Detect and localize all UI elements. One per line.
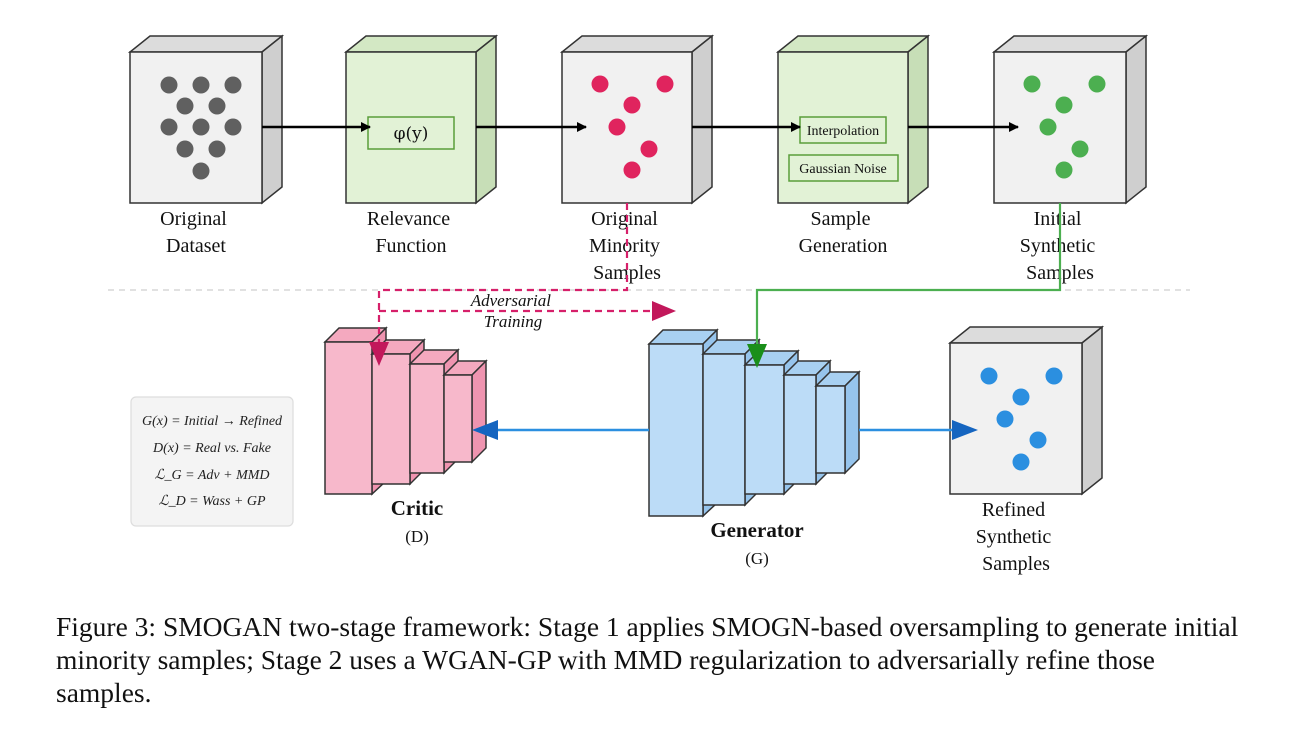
generator-to-critic-arrow bbox=[472, 420, 649, 440]
adversarial-training-label: Adversarial Training bbox=[470, 291, 556, 331]
sample-generation-label: Sample Generation bbox=[799, 208, 888, 257]
interpolation-label: Interpolation bbox=[807, 124, 879, 139]
adversarial-training-arrows bbox=[369, 203, 676, 366]
equation-generator: G(x) = Initial → Refined bbox=[142, 414, 283, 429]
equation-discriminator: D(x) = Real vs. Fake bbox=[152, 441, 271, 456]
critic-network bbox=[323, 326, 488, 496]
phi-label: φ(y) bbox=[394, 124, 429, 144]
sample-generation-box: Interpolation Gaussian Noise bbox=[775, 34, 931, 205]
synthetic-dots bbox=[1023, 75, 1106, 179]
original-minority-label: Original Minority Samples bbox=[589, 208, 665, 284]
equations-panel: G(x) = Initial → Refined D(x) = Real vs.… bbox=[130, 396, 294, 527]
initial-synthetic-label: Initial Synthetic Samples bbox=[1020, 208, 1101, 284]
figure-caption: Figure 3: SMOGAN two-stage framework: St… bbox=[56, 611, 1239, 708]
critic-symbol: (D) bbox=[405, 527, 429, 546]
critic-label: Critic bbox=[391, 496, 443, 520]
refined-dots bbox=[980, 367, 1063, 471]
minority-dots bbox=[591, 75, 674, 179]
generator-network bbox=[647, 328, 861, 518]
stage1-labels: Original Dataset Relevance Function Orig… bbox=[160, 208, 1101, 284]
refined-samples-box bbox=[947, 325, 1105, 496]
original-minority-box bbox=[559, 34, 715, 205]
smogan-diagram: φ(y) Interpolation Gaussian Noise bbox=[108, 34, 1190, 575]
relevance-function-label: Relevance Function bbox=[367, 208, 455, 257]
equation-generator-loss: ℒ_G = Adv + MMD bbox=[154, 468, 269, 483]
gaussian-noise-label: Gaussian Noise bbox=[799, 162, 887, 177]
generator-symbol: (G) bbox=[745, 549, 769, 568]
original-dataset-box bbox=[127, 34, 285, 205]
synthetic-to-generator-arrow bbox=[747, 203, 1062, 368]
generator-label: Generator bbox=[710, 518, 803, 542]
equation-critic-loss: ℒ_D = Wass + GP bbox=[158, 494, 265, 509]
generator-to-refined-arrow bbox=[859, 420, 978, 440]
gray-dots bbox=[160, 76, 242, 180]
original-dataset-label: Original Dataset bbox=[160, 208, 232, 257]
refined-samples-label: Refined Synthetic Samples bbox=[976, 499, 1057, 575]
relevance-function-box: φ(y) bbox=[343, 34, 499, 205]
initial-synthetic-box bbox=[991, 34, 1149, 205]
